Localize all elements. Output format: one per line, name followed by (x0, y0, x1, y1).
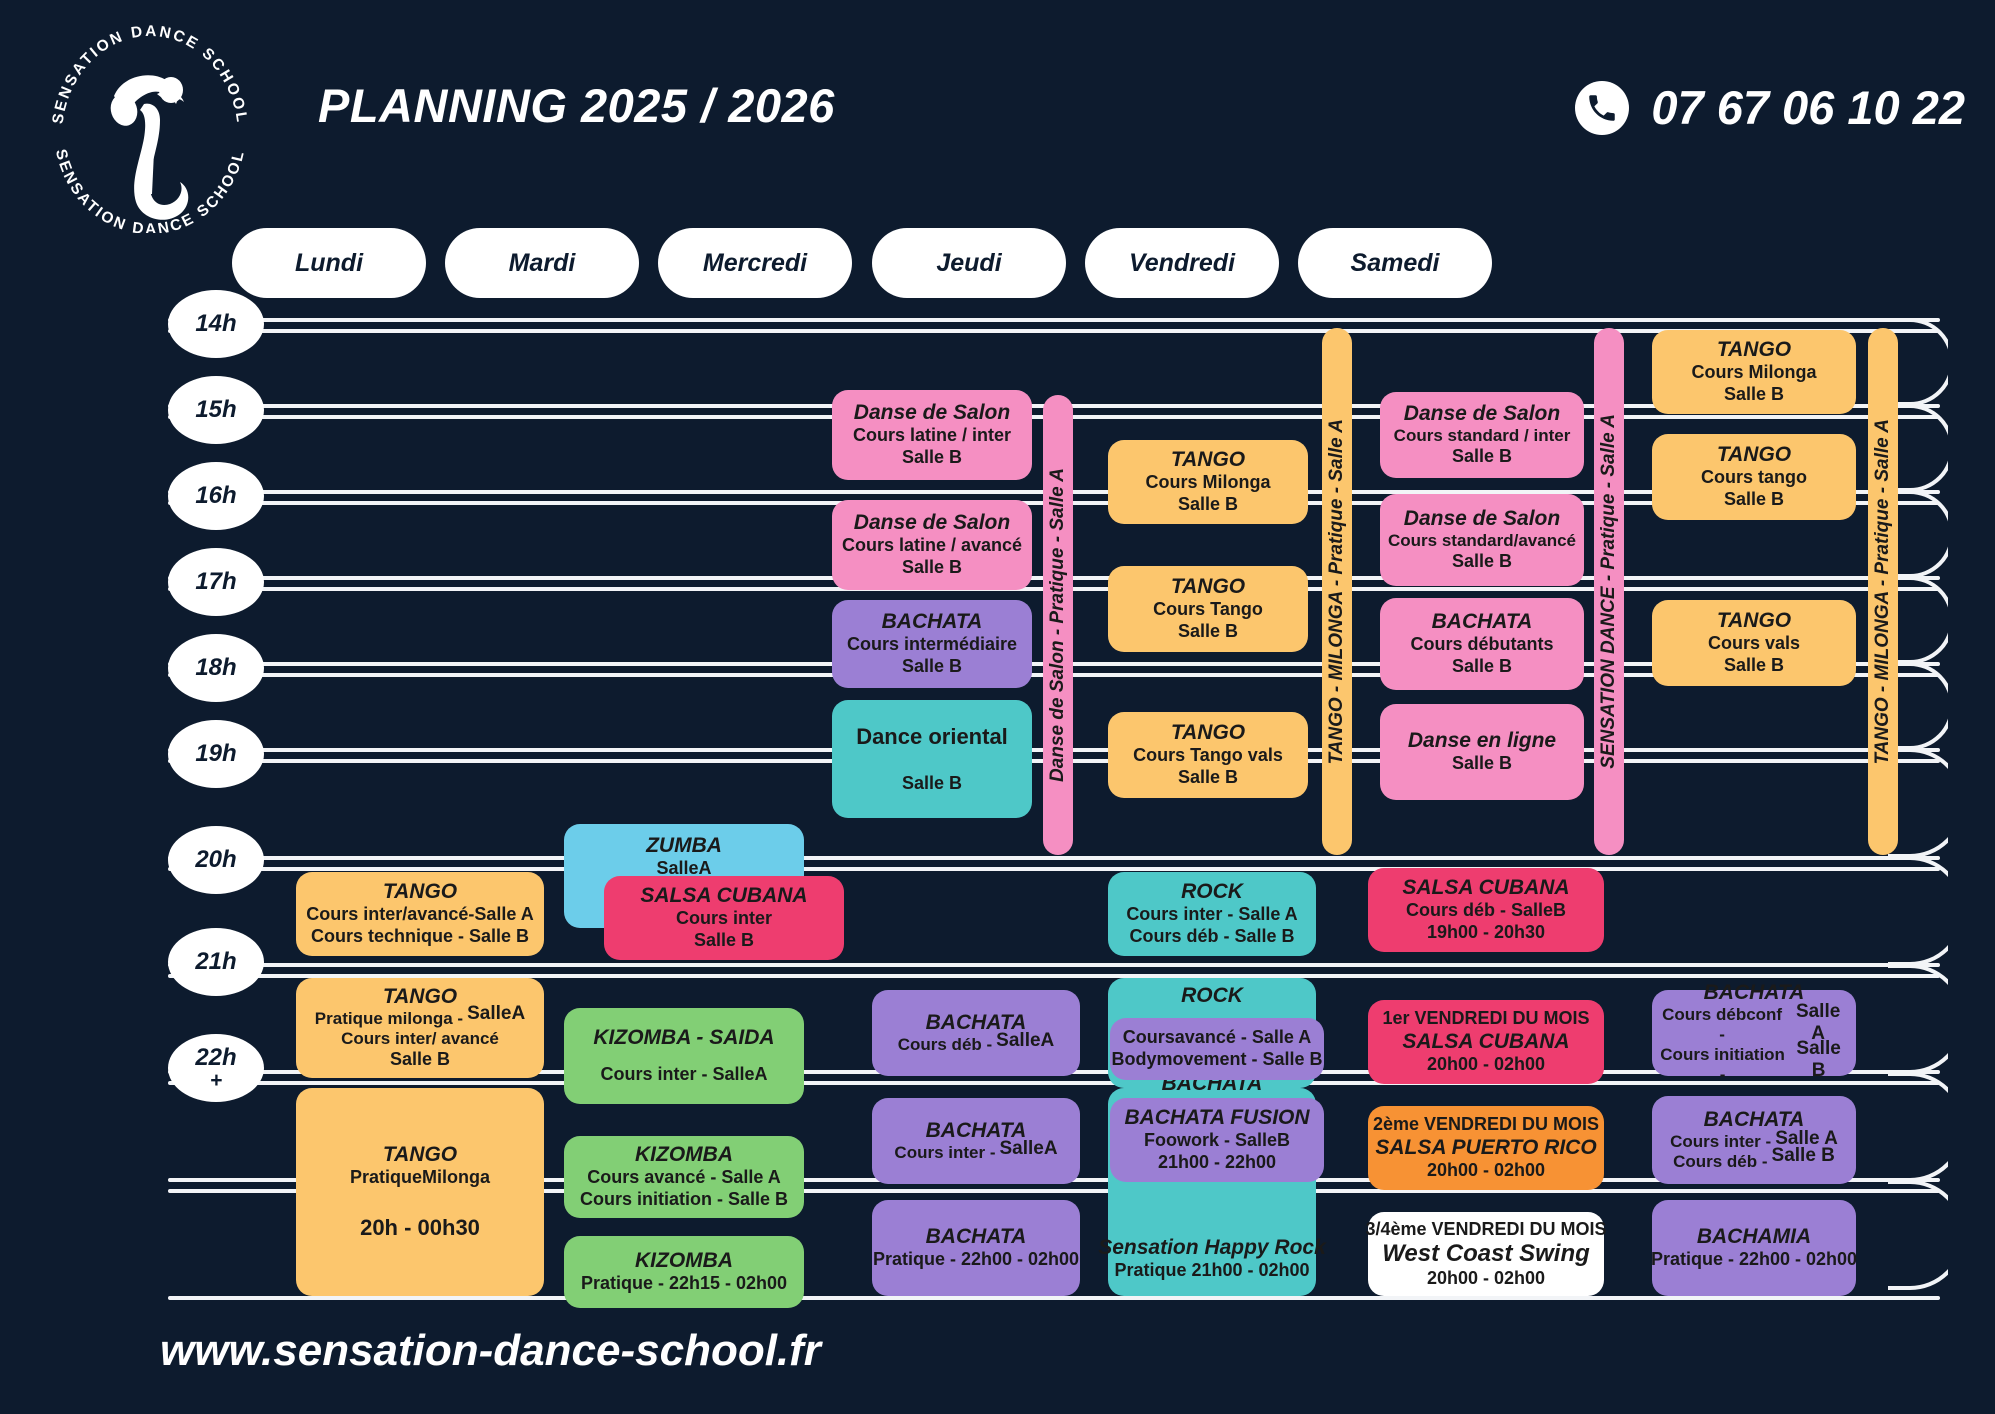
course-card[interactable]: 3/4ème VENDREDI DU MOIS West Coast Swing… (1365, 1212, 1607, 1296)
side-strip-vendredi: SENSATION DANCE - Pratique - Salle A (1594, 328, 1624, 855)
page-title: PLANNING 2025 / 2026 (318, 79, 835, 132)
course-card[interactable]: KIZOMBA Cours avancé - Salle A Cours ini… (564, 1136, 804, 1218)
phone-block[interactable]: 07 67 06 10 22 (1575, 80, 1965, 135)
course-card[interactable]: BACHATA Cours débconf -Salle A Cours ini… (1652, 981, 1856, 1084)
grid-rail (168, 1189, 1940, 1193)
grid-rail (168, 867, 1940, 871)
grid-rail (168, 1081, 1940, 1085)
course-card[interactable]: TANGO Cours Milonga Salle B (1652, 330, 1856, 414)
course-card[interactable]: TANGO Pratique milonga -SalleA Cours int… (296, 978, 544, 1078)
website-url[interactable]: www.sensation-dance-school.fr (160, 1326, 821, 1375)
time-label-15h: 15h (168, 376, 264, 444)
day-header-mercredi: Mercredi (658, 228, 852, 298)
course-card[interactable]: 2ème VENDREDI DU MOIS SALSA PUERTO RICO … (1368, 1106, 1604, 1190)
grid-rail (168, 329, 1940, 333)
course-card[interactable]: Coursavancé - Salle A Bodymovement - Sal… (1110, 1018, 1324, 1080)
side-strip-mercredi: Danse de Salon - Pratique - Salle A (1043, 395, 1073, 855)
day-header-lundi: Lundi (232, 228, 426, 298)
course-card[interactable]: KIZOMBA Pratique - 22h15 - 02h00 (564, 1236, 804, 1308)
course-card[interactable]: SALSA CUBANA Cours déb - SalleB 19h00 - … (1368, 868, 1604, 952)
grid-rail (168, 318, 1940, 322)
course-card[interactable]: Danse en ligne Salle B (1380, 704, 1584, 800)
course-card[interactable]: TANGO Cours Milonga Salle B (1108, 440, 1308, 524)
side-strip-samedi: TANGO - MILONGA - Pratique - Salle A (1868, 328, 1898, 855)
time-label-18h: 18h (168, 634, 264, 702)
course-card[interactable]: TANGO Cours inter/avancé-Salle A Cours t… (296, 872, 544, 956)
course-card[interactable]: TANGO Cours Tango Salle B (1108, 566, 1308, 652)
phone-number: 07 67 06 10 22 (1651, 81, 1965, 134)
course-card[interactable]: ROCK Cours inter - Salle A Cours déb - S… (1108, 872, 1316, 956)
course-card[interactable]: SALSA CUBANA Cours inter Salle B (604, 876, 844, 960)
grid-rail (168, 974, 1940, 978)
logo: SENSATION DANCE SCHOOL SENSATION DANCE S… (40, 18, 260, 233)
time-label-22h: 22h+ (168, 1034, 264, 1102)
side-strip-jeudi: TANGO - MILONGA - Pratique - Salle A (1322, 328, 1352, 855)
course-card[interactable]: Danse de Salon Cours latine / avancé Sal… (832, 500, 1032, 590)
course-card[interactable]: BACHATA Cours inter -SalleA (872, 1098, 1080, 1184)
grid-rail (168, 1296, 1940, 1300)
course-card[interactable]: 1er VENDREDI DU MOIS SALSA CUBANA 20h00 … (1368, 1000, 1604, 1084)
time-label-20h: 20h (168, 826, 264, 894)
course-card[interactable]: BACHATA Pratique - 22h00 - 02h00 (872, 1200, 1080, 1296)
course-card[interactable]: Danse de Salon Cours standard/avancé Sal… (1380, 494, 1584, 586)
time-label-16h: 16h (168, 462, 264, 530)
course-card[interactable]: KIZOMBA - SAIDA Cours inter - SalleA (564, 1008, 804, 1104)
course-card[interactable]: Danse de Salon Cours latine / inter Sall… (832, 390, 1032, 480)
day-header-jeudi: Jeudi (872, 228, 1066, 298)
course-card[interactable]: BACHATA FUSION Foowork - SalleB 21h00 - … (1110, 1098, 1324, 1182)
course-card[interactable]: TANGO Cours tango Salle B (1652, 434, 1856, 520)
course-card[interactable]: TANGO Cours vals Salle B (1652, 600, 1856, 686)
time-label-19h: 19h (168, 720, 264, 788)
grid-right-caps (1888, 318, 1948, 1290)
dancers-icon (110, 75, 189, 220)
course-card[interactable]: BACHAMIA Pratique - 22h00 - 02h00 (1651, 1200, 1857, 1296)
grid-rail (168, 856, 1940, 860)
day-header-samedi: Samedi (1298, 228, 1492, 298)
time-label-21h: 21h (168, 928, 264, 996)
course-card[interactable]: TANGO Cours Tango vals Salle B (1108, 712, 1308, 798)
course-card[interactable]: Danse de Salon Cours standard / inter Sa… (1380, 392, 1584, 478)
day-header-mardi: Mardi (445, 228, 639, 298)
course-card[interactable]: BACHATA Cours intermédiaire Salle B (832, 600, 1032, 688)
time-label-17h: 17h (168, 548, 264, 616)
course-card[interactable]: TANGO PratiqueMilonga 20h - 00h30 (296, 1088, 544, 1296)
course-card[interactable]: BACHATA Cours inter -Salle A Cours déb -… (1652, 1096, 1856, 1184)
day-header-vendredi: Vendredi (1085, 228, 1279, 298)
phone-icon (1575, 80, 1630, 135)
course-card[interactable]: Dance oriental Salle B (832, 700, 1032, 818)
course-card[interactable]: BACHATA Cours déb -SalleA (872, 990, 1080, 1076)
course-card[interactable]: BACHATA Cours débutants Salle B (1380, 598, 1584, 690)
time-label-14h: 14h (168, 290, 264, 358)
grid-rail (168, 963, 1940, 967)
